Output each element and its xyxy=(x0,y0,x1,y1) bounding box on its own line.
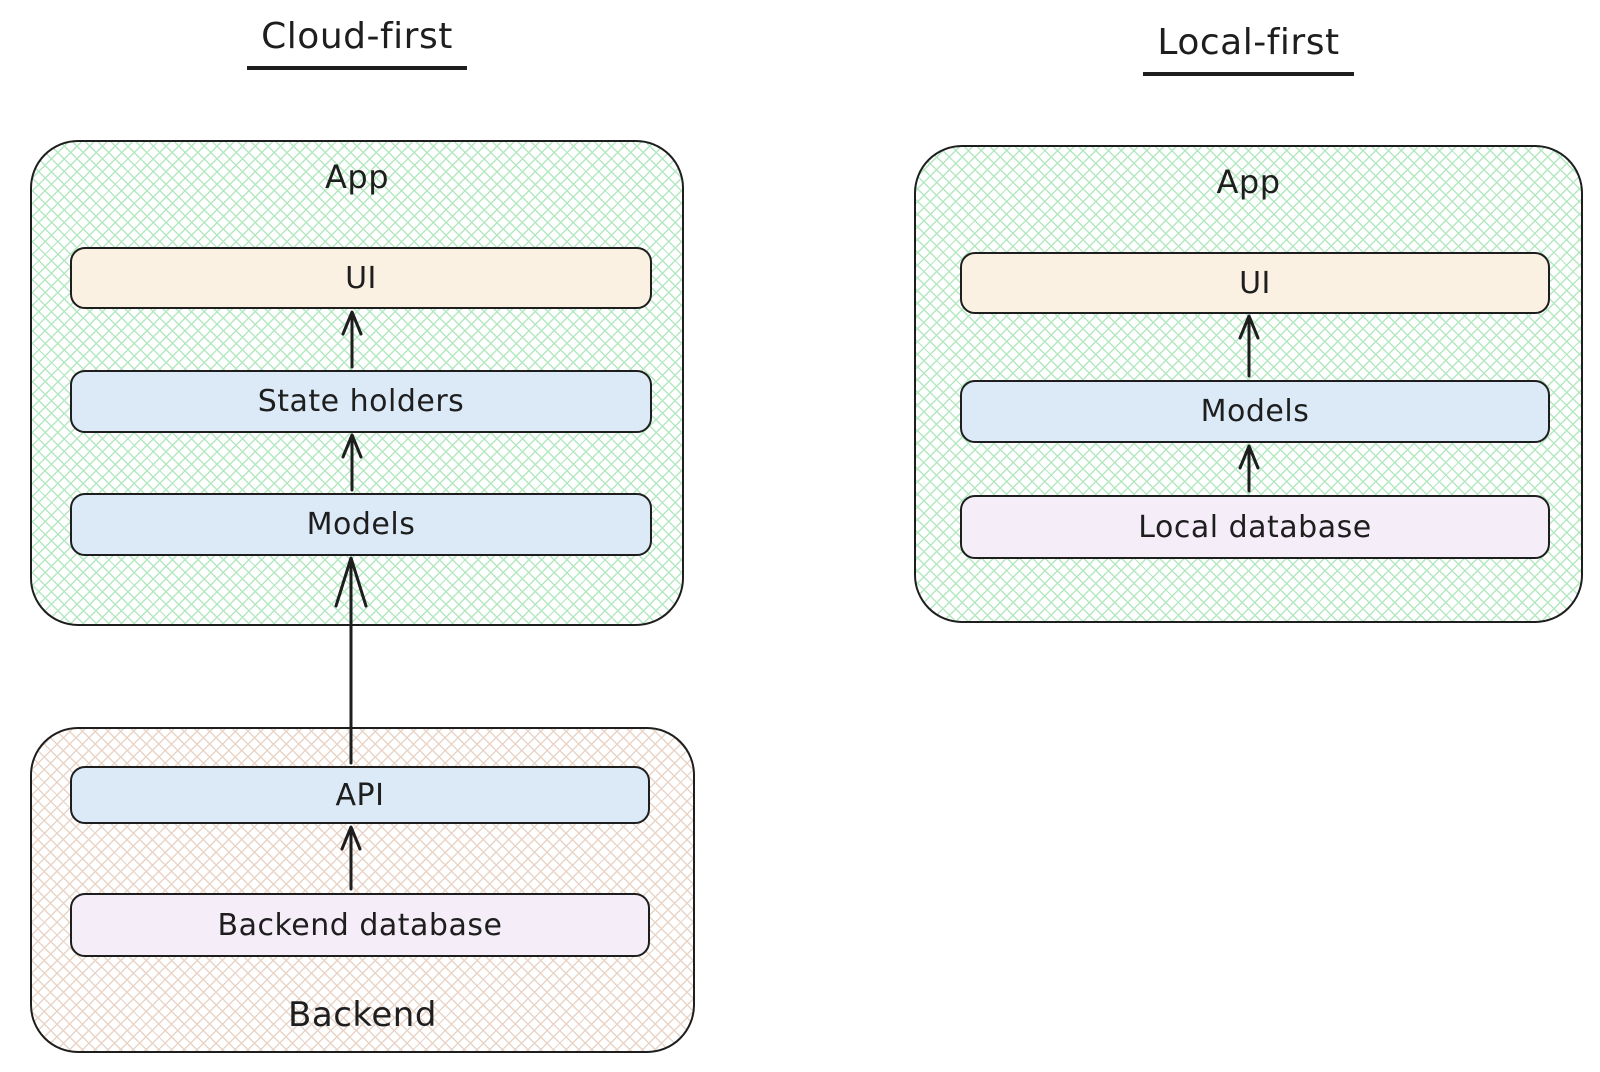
cloud-ui-label: UI xyxy=(345,260,377,296)
cloud-models-label: Models xyxy=(306,507,416,542)
local-first-title-text: Local-first xyxy=(1143,22,1354,76)
backend-database-label: Backend database xyxy=(217,907,503,943)
cloud-models-node: Models xyxy=(70,493,652,556)
local-first-title: Local-first xyxy=(914,22,1583,76)
local-models-node: Models xyxy=(960,380,1550,443)
cloud-app-group: App UI State holders Models xyxy=(30,140,684,626)
backend-group-label: Backend xyxy=(288,995,437,1035)
backend-database-node: Backend database xyxy=(70,893,650,957)
local-database-node: Local database xyxy=(960,495,1550,559)
cloud-first-title-text: Cloud-first xyxy=(247,16,467,70)
cloud-state-holders-label: State holders xyxy=(257,384,465,419)
local-app-group-label: App xyxy=(1216,163,1281,201)
cloud-app-group-label: App xyxy=(324,158,389,196)
backend-api-label: API xyxy=(335,777,385,813)
backend-group: API Backend database Backend xyxy=(30,727,695,1053)
cloud-first-title: Cloud-first xyxy=(30,16,684,70)
local-app-group: App UI Models Local database xyxy=(914,145,1583,623)
local-database-label: Local database xyxy=(1138,509,1372,545)
local-ui-label: UI xyxy=(1239,265,1271,301)
local-ui-node: UI xyxy=(960,252,1550,314)
cloud-state-holders-node: State holders xyxy=(70,370,652,433)
local-models-label: Models xyxy=(1200,394,1310,429)
backend-api-node: API xyxy=(70,766,650,824)
cloud-ui-node: UI xyxy=(70,247,652,309)
